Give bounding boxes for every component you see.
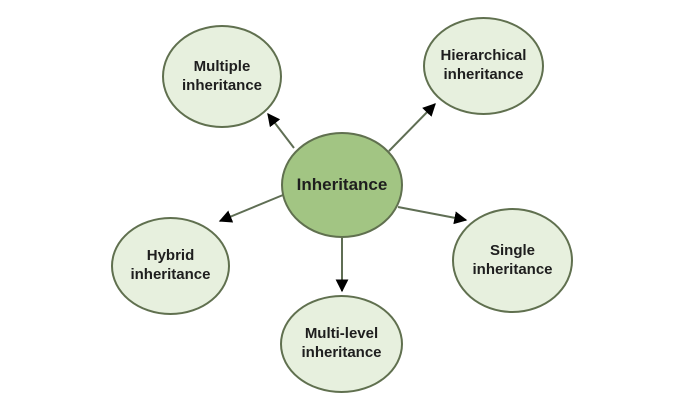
node-inheritance-center: Inheritance [281,132,403,238]
node-single-inheritance: Single inheritance [452,208,573,313]
node-multiple-inheritance: Multiple inheritance [162,25,282,128]
arrow-center-to-multiple [267,112,295,149]
node-label: Single inheritance [472,241,553,278]
node-label: Hierarchical inheritance [440,47,527,83]
node-label: Inheritance [296,175,388,195]
node-hierarchical-inheritance: Hierarchical inheritance [423,17,544,115]
arrow-center-to-hybrid [218,194,284,223]
node-label: Multiple inheritance [181,57,263,94]
arrow-center-to-single [397,206,468,225]
node-multilevel-inheritance: Multi-level inheritance [280,295,403,393]
arrow-center-to-hierarchical [388,103,436,152]
node-label: Multi-level inheritance [301,325,382,361]
node-hybrid-inheritance: Hybrid inheritance [111,217,230,315]
node-label: Hybrid inheritance [130,247,211,283]
